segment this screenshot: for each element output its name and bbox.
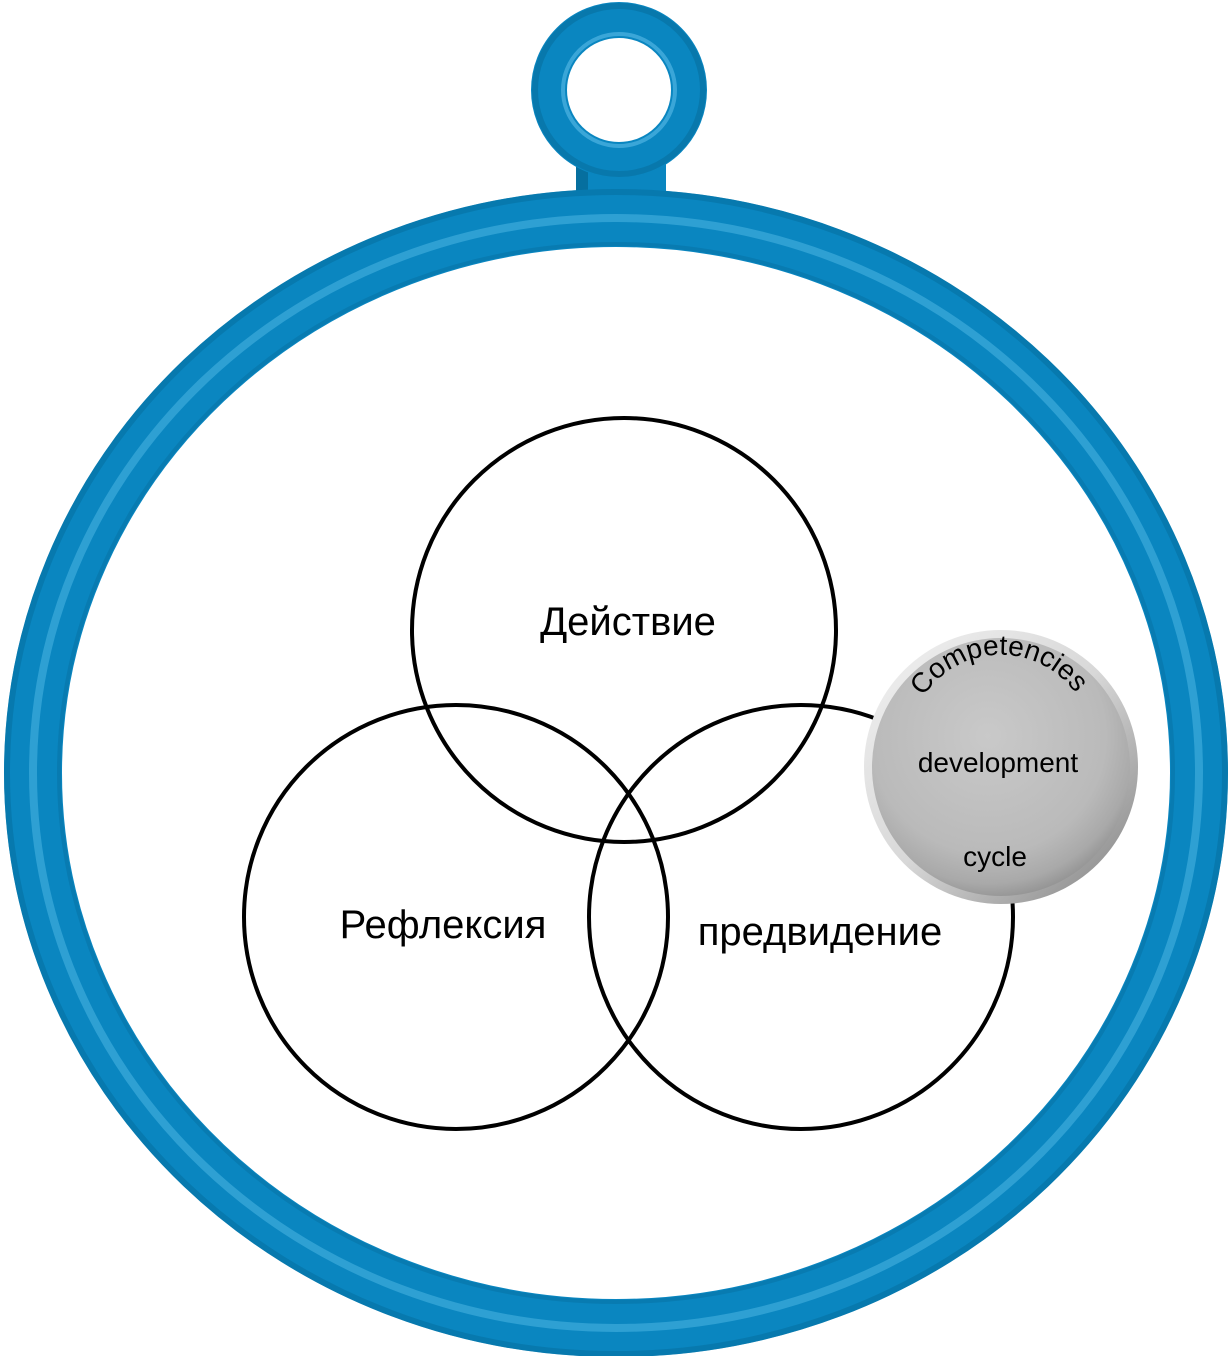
- circle-reflection: [242, 703, 670, 1131]
- pendant-frame: [4, 2, 1228, 1356]
- circle-action: [410, 416, 838, 844]
- pendant-ring: [4, 189, 1228, 1356]
- badge-line-development: development: [918, 747, 1079, 778]
- competencies-badge: Competencies development cycle: [864, 630, 1138, 904]
- hanging-loop-ring: [531, 2, 707, 178]
- label-foresight: предвидение: [698, 910, 942, 954]
- label-action: Действие: [540, 600, 716, 644]
- badge-line-cycle: cycle: [963, 841, 1027, 872]
- venn-circles: [242, 416, 1015, 1131]
- circle-foresight: [587, 703, 1015, 1131]
- label-reflection: Рефлексия: [340, 903, 547, 947]
- badge-disc: [872, 638, 1130, 896]
